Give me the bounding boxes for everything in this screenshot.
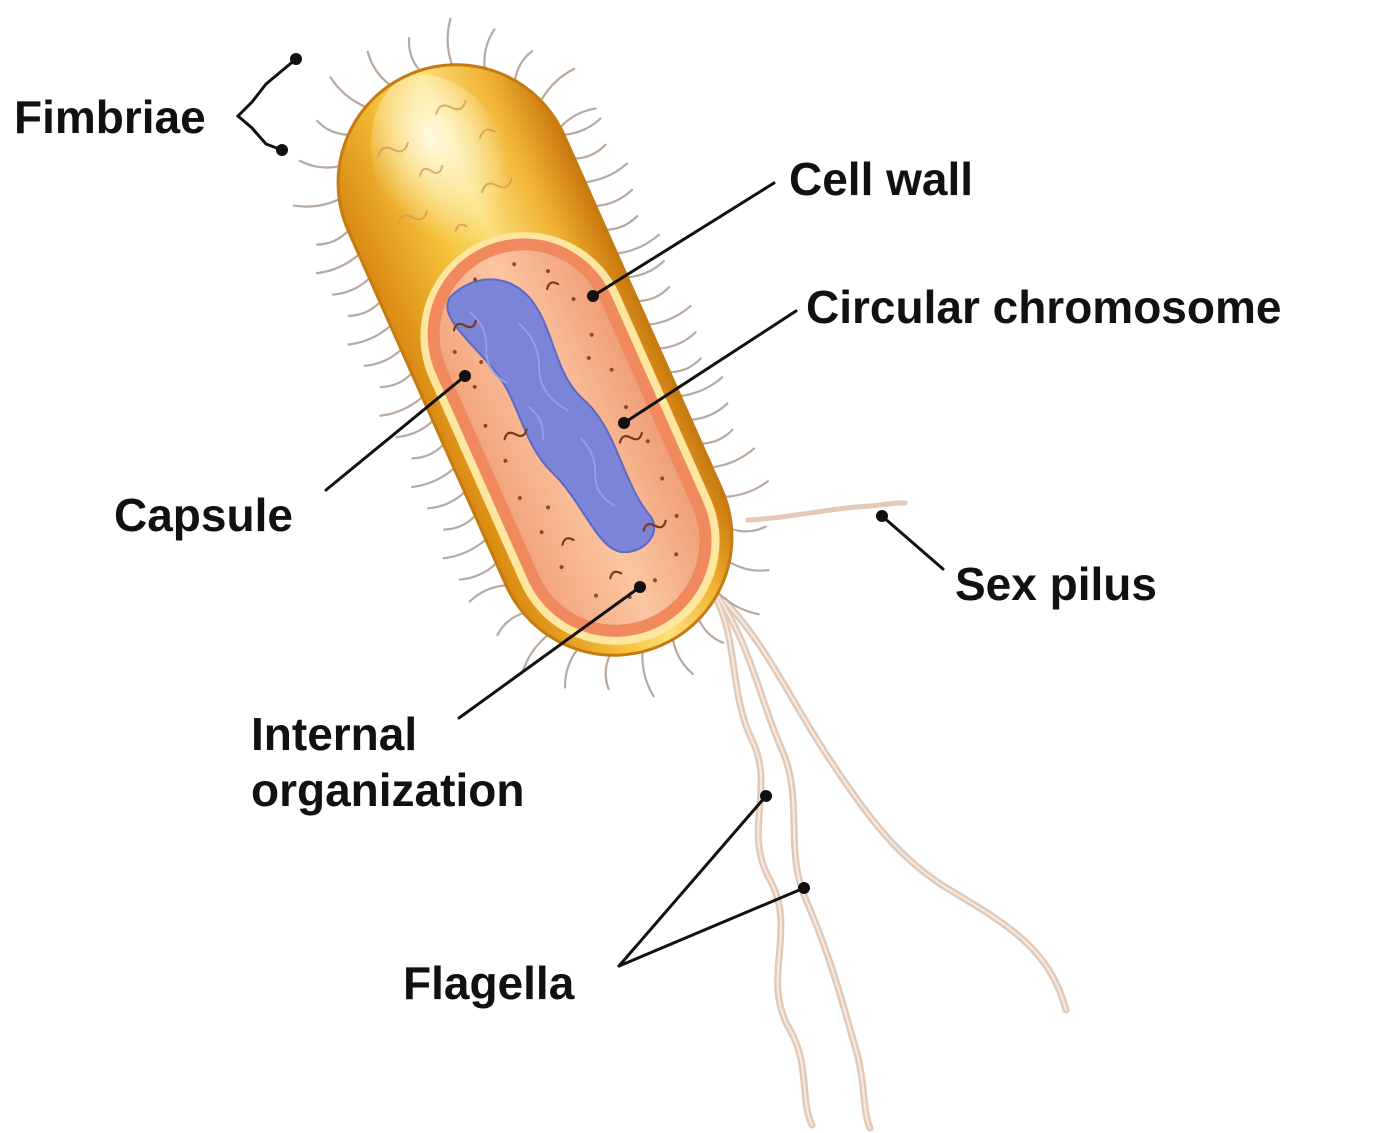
fimbria	[558, 107, 596, 128]
fimbria	[317, 112, 348, 144]
fimbria	[670, 358, 702, 375]
fimbria	[507, 51, 540, 80]
fimbria	[367, 49, 390, 88]
fimbria	[300, 147, 340, 180]
fimbria	[412, 468, 455, 490]
flagella-leader-1	[619, 796, 766, 966]
fimbria	[412, 445, 444, 462]
fimbria	[699, 614, 723, 648]
fimbria	[729, 549, 768, 584]
fimbria	[381, 373, 413, 390]
label-cell-wall: Cell wall	[789, 151, 973, 207]
fimbria	[691, 404, 729, 423]
fimbria	[444, 516, 476, 533]
fimbria	[317, 255, 360, 277]
fimbria	[671, 638, 693, 677]
fimbria	[648, 306, 691, 328]
label-capsule: Capsule	[114, 487, 293, 543]
fimbria	[396, 421, 434, 440]
fimbria	[365, 350, 403, 369]
fimbria	[701, 430, 733, 447]
fimbria	[349, 302, 381, 319]
fimbria	[468, 582, 506, 601]
label-internal-organization-line-2: organization	[251, 762, 524, 818]
fimbria	[596, 190, 634, 209]
fimbria	[606, 216, 638, 233]
fimbria	[512, 635, 558, 673]
fimbria	[638, 287, 670, 304]
fimbria	[564, 119, 602, 138]
fimbria	[494, 613, 528, 635]
fimbria	[585, 164, 628, 186]
label-fimbriae: Fimbriae	[14, 89, 206, 145]
fimbria	[460, 563, 498, 582]
fimbria	[659, 332, 697, 351]
label-internal-organization: Internal organization	[251, 706, 524, 818]
fimbria	[553, 649, 590, 687]
fimbria	[294, 188, 340, 218]
fimbria	[472, 29, 507, 68]
label-circular-chromosome: Circular chromosome	[806, 279, 1281, 335]
fimbria	[333, 278, 371, 297]
fimbria	[574, 145, 606, 162]
fimbria	[635, 652, 661, 697]
flagella-group	[712, 590, 1066, 1128]
label-sex-pilus: Sex pilus	[955, 556, 1157, 612]
fimbria	[712, 449, 755, 471]
flagellum-3	[724, 600, 1066, 1010]
label-internal-organization-line-1: Internal	[251, 706, 524, 762]
fimbria	[535, 69, 581, 101]
fimbria	[330, 69, 365, 115]
sex-pilus-leader	[882, 516, 943, 569]
fimbria	[428, 492, 466, 511]
fimbria	[435, 19, 468, 65]
cell-wall-leader	[593, 183, 774, 296]
fimbria	[317, 231, 349, 248]
fimbria	[444, 540, 487, 562]
fimbria	[349, 326, 392, 348]
fimbria	[404, 38, 423, 71]
flagellum-2	[718, 596, 870, 1128]
fimbriae-bracket	[238, 59, 296, 150]
fimbria	[725, 478, 769, 501]
fimbria	[596, 655, 622, 689]
fimbria	[617, 235, 660, 257]
label-flagella: Flagella	[403, 955, 574, 1011]
